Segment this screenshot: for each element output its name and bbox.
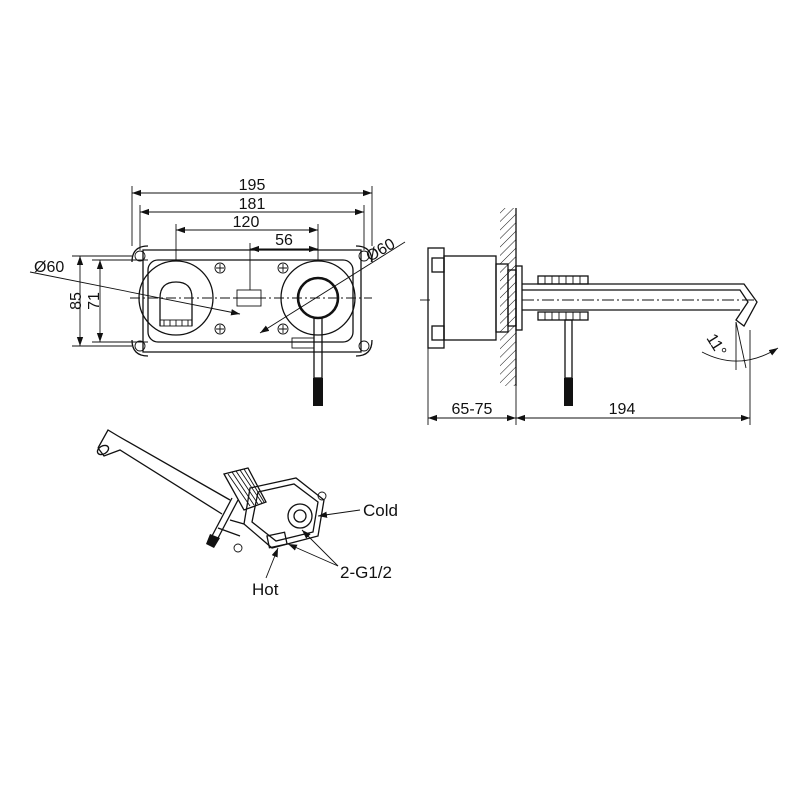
front-view: 195 181 120 56 85 [29,177,406,406]
dim-label-angle: 11° [703,331,730,360]
wall-body [427,247,523,349]
dim-angle: 11° [701,321,779,370]
side-lever [537,275,589,406]
dim-label-181: 181 [239,196,266,213]
dim-depth: 65-75 [427,348,517,425]
cold-callout: Cold [317,501,398,520]
dim-label-85: 85 [68,292,85,310]
iso-handle [206,467,267,548]
corner-lugs [131,245,373,357]
dim-181: 181 [139,196,365,250]
dim-dia-left: Ø60 [29,259,241,316]
dim-label-depth: 65-75 [452,401,493,418]
dim-56: 56 [249,232,318,290]
dim-spout: 194 [516,330,751,425]
dim-label-71: 71 [86,292,103,310]
screw-heads [214,262,289,335]
spout-opening [159,281,193,326]
dim-label-120: 120 [233,214,260,231]
dim-85: 85 [68,255,132,347]
iso-box [217,477,327,553]
inner-plate [147,259,354,343]
spout [522,283,758,327]
dim-label-dia-left: Ø60 [34,259,64,276]
isometric-view: Cold Hot 2-G1/2 [96,429,398,599]
dim-195: 195 [131,177,373,246]
thread-callout: 2-G1/2 [287,529,392,582]
iso-spout [96,429,231,515]
label-thread: 2-G1/2 [340,563,392,582]
hot-callout: Hot [252,547,279,599]
dim-label-195: 195 [239,177,266,194]
dim-71: 71 [86,259,148,343]
label-hot: Hot [252,580,279,599]
lever-handle [291,317,323,406]
dim-label-dia-right: Ø60 [364,236,399,266]
label-cold: Cold [363,501,398,520]
side-view: 65-75 194 11° [420,208,779,425]
dim-label-spout: 194 [609,401,636,418]
dim-120: 120 [175,214,319,261]
dim-label-56: 56 [275,232,293,249]
